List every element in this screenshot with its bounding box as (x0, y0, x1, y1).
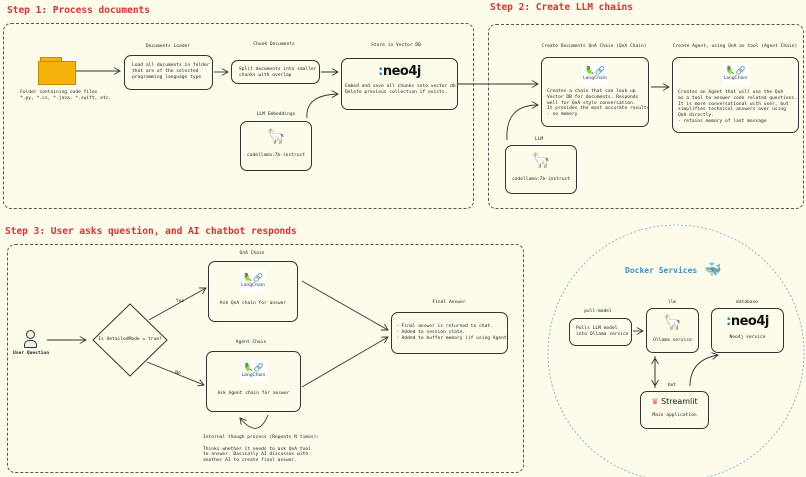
langchain-logo: 🦜🔗LangChain (582, 63, 608, 85)
qna-chain-text: Creates a chain that can look up Vector … (547, 89, 648, 118)
final-answer-label: Final Answer (432, 300, 466, 305)
llama-icon: 🦙 (531, 151, 551, 169)
step3-group (7, 244, 524, 473)
documents-loader-box: Load all documents in folder that are of… (124, 55, 213, 90)
pull-model-label: pull-model (584, 309, 612, 314)
qna-chain-step-box: 🦜🔗LangChain Ask QnA chain for answer (208, 261, 298, 322)
embeddings-model: codellama:7b-instruct (246, 153, 306, 158)
docker-whale-icon: 🐳 (704, 262, 722, 278)
llama-icon: 🦙 (266, 127, 286, 145)
arrow-embeddings-to-store (306, 94, 338, 119)
embeddings-label: LLM Embeddings (256, 112, 296, 117)
store-label: Store in Vector DB (371, 43, 421, 48)
step2-group (488, 24, 804, 209)
loader-label: Documents Loader (145, 44, 191, 49)
docker-boundary (547, 224, 805, 477)
langchain-logo: 🦜🔗LangChain (722, 63, 749, 85)
arrow-bot-to-database (689, 355, 718, 387)
streamlit-app-box: ♛ Streamlit Main application (640, 391, 709, 429)
agent-step-text: Ask Agent chain for answer (217, 391, 290, 396)
bot-text: Main application (652, 413, 697, 418)
qna-chain-box: 🦜🔗LangChain Creates a chain that can loo… (541, 57, 649, 127)
agent-chain-box: 🦜🔗LangChain Creates an Agent that will u… (672, 57, 799, 133)
no-label: No (175, 371, 181, 376)
streamlit-logo: ♛ Streamlit (651, 397, 698, 406)
chunk-label: Chunk Documents (253, 42, 295, 47)
llm-embeddings-box: 🦙 codellama:7b-instruct (240, 121, 312, 171)
llm-label: LLM (534, 137, 544, 142)
user-question-label: User Question (13, 351, 49, 356)
chunk-documents-box: Split documents into smaller chunks with… (231, 60, 320, 84)
database-label: database (735, 300, 759, 305)
llama-icon: 🦙 (663, 313, 682, 331)
yes-label: Yes (175, 299, 185, 304)
agent-chain-label: Create Agent, using QnA as tool (Agent C… (672, 44, 798, 49)
agent-label: Agent Chain (235, 340, 267, 345)
neo4j-service-text: Neo4j service (729, 335, 766, 340)
neo4j-logo: :neo4j (378, 64, 421, 79)
arrow-agent-loop (240, 414, 269, 429)
step1-title: Step 1: Process documents (7, 5, 150, 16)
user-icon (24, 330, 37, 348)
qna-label: QnA Chain (239, 251, 265, 256)
neo4j-service-box: :neo4j Neo4j service (711, 308, 784, 353)
arrow-agent-to-final (301, 337, 388, 388)
internal-process-text: Internal though process (Repeats N times… (203, 435, 320, 464)
langchain-logo: 🦜🔗LangChain (240, 270, 266, 292)
docker-title: Docker Services (625, 266, 698, 275)
qna-step-text: Ask QnA chain for answer (219, 301, 287, 306)
llm-model: codellama:7b-instruct (511, 177, 571, 182)
step1-group (3, 23, 474, 209)
pull-model-text: Pulls LLM model into Ollama service (576, 326, 629, 337)
vector-db-box: :neo4j Embed and save all chunks into ve… (341, 58, 458, 110)
store-text: Embed and save all chunks into vector db… (345, 84, 458, 95)
langchain-logo: 🦜🔗LangChain (240, 360, 267, 382)
ollama-service-box: 🦙 Ollama service (646, 308, 699, 353)
loader-text: Load all documents in folder that are of… (132, 63, 210, 80)
final-answer-box: - Final answer is returned to chat. - Ad… (391, 312, 508, 354)
step3-title: Step 3: User asks question, and AI chatb… (5, 226, 297, 237)
ollama-text: Ollama service (653, 338, 692, 343)
chunk-text: Split documents into smaller chunks with… (239, 67, 317, 78)
llm-service-label: llm (667, 300, 677, 305)
llm-box: 🦙 codellama:7b-instruct (505, 145, 577, 194)
neo4j-logo: :neo4j (726, 314, 769, 329)
decision-text: Is detailedMode = true? (98, 337, 162, 342)
agent-chain-step-box: 🦜🔗LangChain Ask Agent chain for answer (206, 351, 301, 412)
bot-label: bot (667, 383, 677, 388)
decision-diamond (92, 303, 168, 377)
folder-caption: Folder containing code files *.py, *.cs,… (20, 90, 112, 101)
folder-icon (38, 57, 76, 85)
step2-title: Step 2: Create LLM chains (490, 2, 633, 13)
qna-chain-label: Create Documents QnA Chain (QnA Chain) (541, 44, 647, 49)
final-answer-text: - Final answer is returned to chat. - Ad… (396, 324, 507, 341)
arrow-yes (148, 288, 206, 321)
arrow-llm-to-qna (506, 105, 538, 141)
pull-model-box: Pulls LLM model into Ollama service (569, 318, 632, 346)
arrow-qna-to-final (301, 280, 388, 330)
arrow-no (146, 361, 204, 385)
agent-chain-text: Creates an Agent that will use the QnA a… (678, 90, 797, 124)
